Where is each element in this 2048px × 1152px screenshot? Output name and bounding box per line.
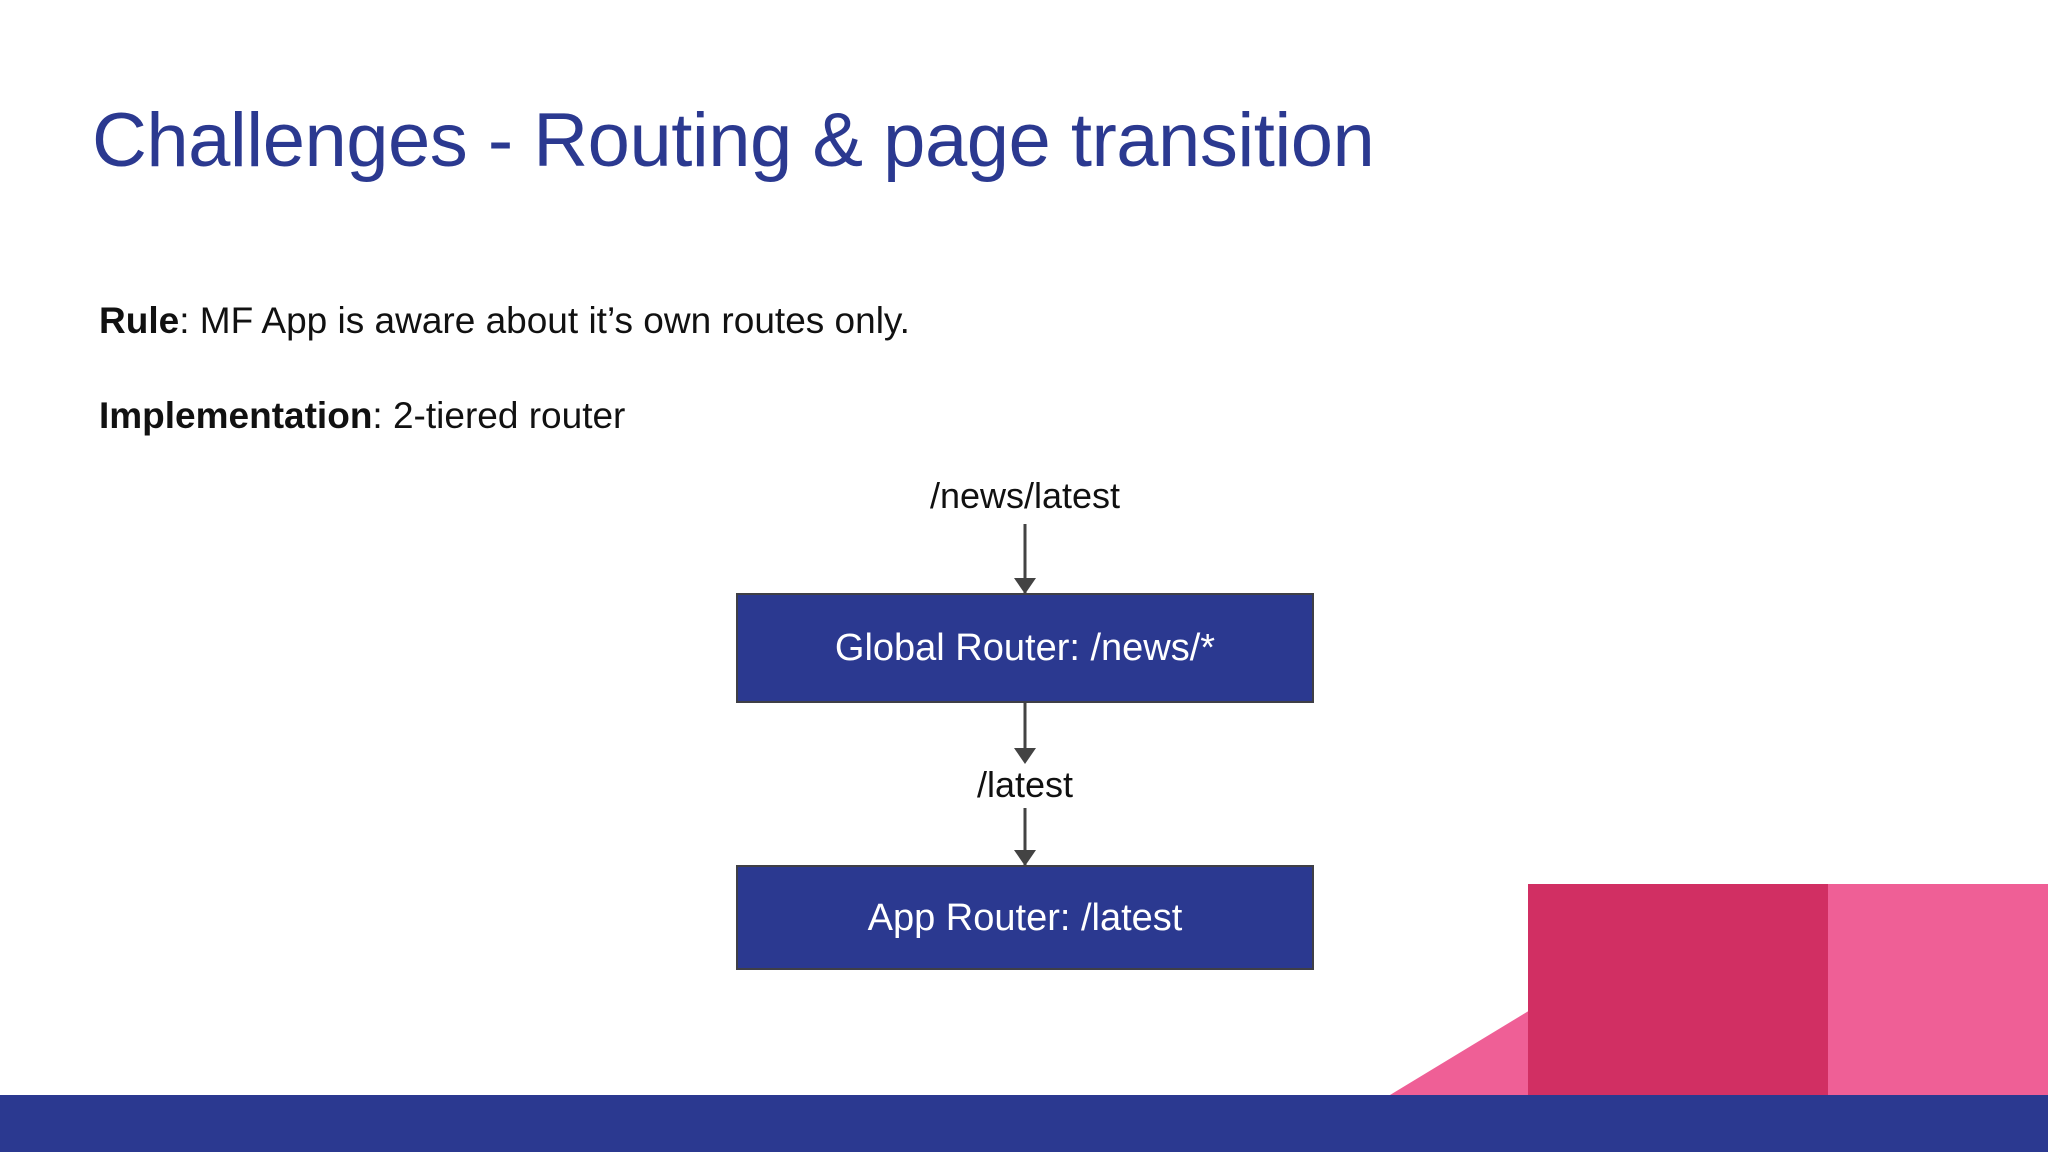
decor-svg bbox=[1390, 884, 2048, 1095]
app-router-box: App Router: /latest bbox=[736, 865, 1314, 970]
footer-bar bbox=[0, 1095, 2048, 1152]
diagram-intermediate-path-label: /latest bbox=[976, 764, 1074, 805]
global-router-box: Global Router: /news/* bbox=[736, 593, 1314, 703]
rule-text: : MF App is aware about it’s own routes … bbox=[179, 300, 910, 341]
rule-label: Rule bbox=[99, 300, 180, 341]
arrow-line-input-to-global bbox=[1023, 524, 1027, 593]
decor-mid-pink-shape bbox=[1528, 884, 1828, 1095]
arrow-head-input-to-global bbox=[1014, 578, 1036, 594]
implementation-text: : 2-tiered router bbox=[372, 395, 626, 436]
page-title: Challenges - Routing & page transition bbox=[92, 98, 1375, 183]
decorative-corner-shapes bbox=[1348, 852, 2048, 1152]
arrow-head-global-to-latest bbox=[1014, 748, 1036, 764]
implementation-line: Implementation: 2-tiered router bbox=[99, 392, 625, 440]
arrow-line-global-to-latest bbox=[1023, 703, 1027, 761]
rule-line: Rule: MF App is aware about it’s own rou… bbox=[99, 297, 910, 345]
arrow-head-latest-to-app bbox=[1014, 850, 1036, 866]
arrow-line-latest-to-app bbox=[1023, 808, 1027, 865]
implementation-label: Implementation bbox=[99, 395, 373, 436]
diagram-input-path-label: /news/latest bbox=[929, 475, 1121, 516]
